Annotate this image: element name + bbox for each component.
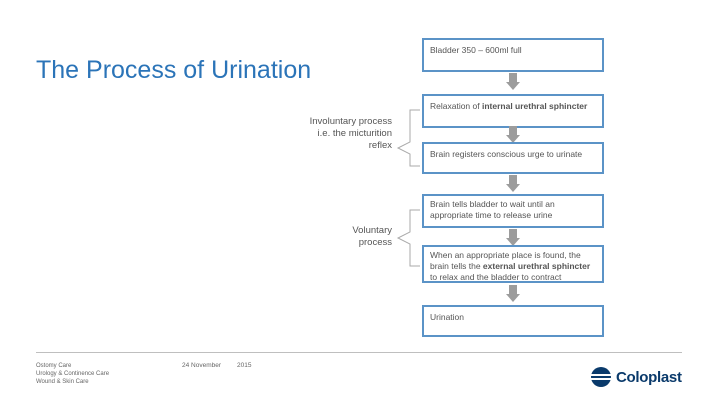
flow-step-text: Relaxation of: [430, 101, 482, 111]
down-arrow-icon: [506, 73, 520, 91]
flow-step-text: Brain tells bladder to wait until an app…: [430, 199, 555, 220]
footer-date-year: 2015: [237, 362, 252, 369]
down-arrow-icon: [506, 126, 520, 144]
footer-org-line: Wound & Skin Care: [36, 379, 89, 385]
flow-step-text: Urination: [430, 312, 465, 322]
flow-step-text: external urethral sphincter: [482, 261, 591, 271]
flow-step-text: When an appropriate place is found, the …: [430, 250, 581, 271]
flow-step-1: Bladder 350 – 600ml full: [422, 38, 604, 72]
involuntary-process-label: Involuntary process i.e. the micturition…: [309, 116, 392, 151]
voluntary-bracket: [396, 209, 420, 267]
slide-title: The Process of Urination: [36, 56, 312, 84]
flow-step-text: to relax and the bladder to contract: [430, 272, 562, 282]
footer-divider: [36, 352, 682, 353]
flow-step-6: Urination: [422, 305, 604, 337]
flow-step-text: Brain registers conscious urge to urinat…: [430, 149, 583, 159]
footer-date: 24 November 2015: [182, 362, 268, 369]
logo-text: Coloplast: [616, 368, 682, 386]
flow-step-4: Brain tells bladder to wait until an app…: [422, 194, 604, 228]
down-arrow-icon: [506, 175, 520, 193]
flow-step-3: Brain registers conscious urge to urinat…: [422, 142, 604, 174]
coloplast-logo: Coloplast: [590, 366, 682, 388]
involuntary-bracket: [396, 109, 420, 167]
footer-org-line: Ostomy Care: [36, 363, 72, 369]
flow-step-text: Bladder 350 – 600ml full: [430, 45, 522, 55]
voluntary-process-label: Voluntary process: [352, 225, 392, 248]
footer-date-day: 24 November: [182, 362, 222, 369]
down-arrow-icon: [506, 229, 520, 247]
footer-org-lines: Ostomy Care Urology & Continence Care Wo…: [36, 362, 109, 386]
flow-step-text: internal urethral sphincter: [481, 101, 588, 111]
coloplast-logo-icon: [591, 367, 611, 387]
footer-org-line: Urology & Continence Care: [36, 371, 110, 377]
flow-step-2: Relaxation of internal urethral sphincte…: [422, 94, 604, 128]
down-arrow-icon: [506, 285, 520, 303]
flow-step-5: When an appropriate place is found, the …: [422, 245, 604, 283]
